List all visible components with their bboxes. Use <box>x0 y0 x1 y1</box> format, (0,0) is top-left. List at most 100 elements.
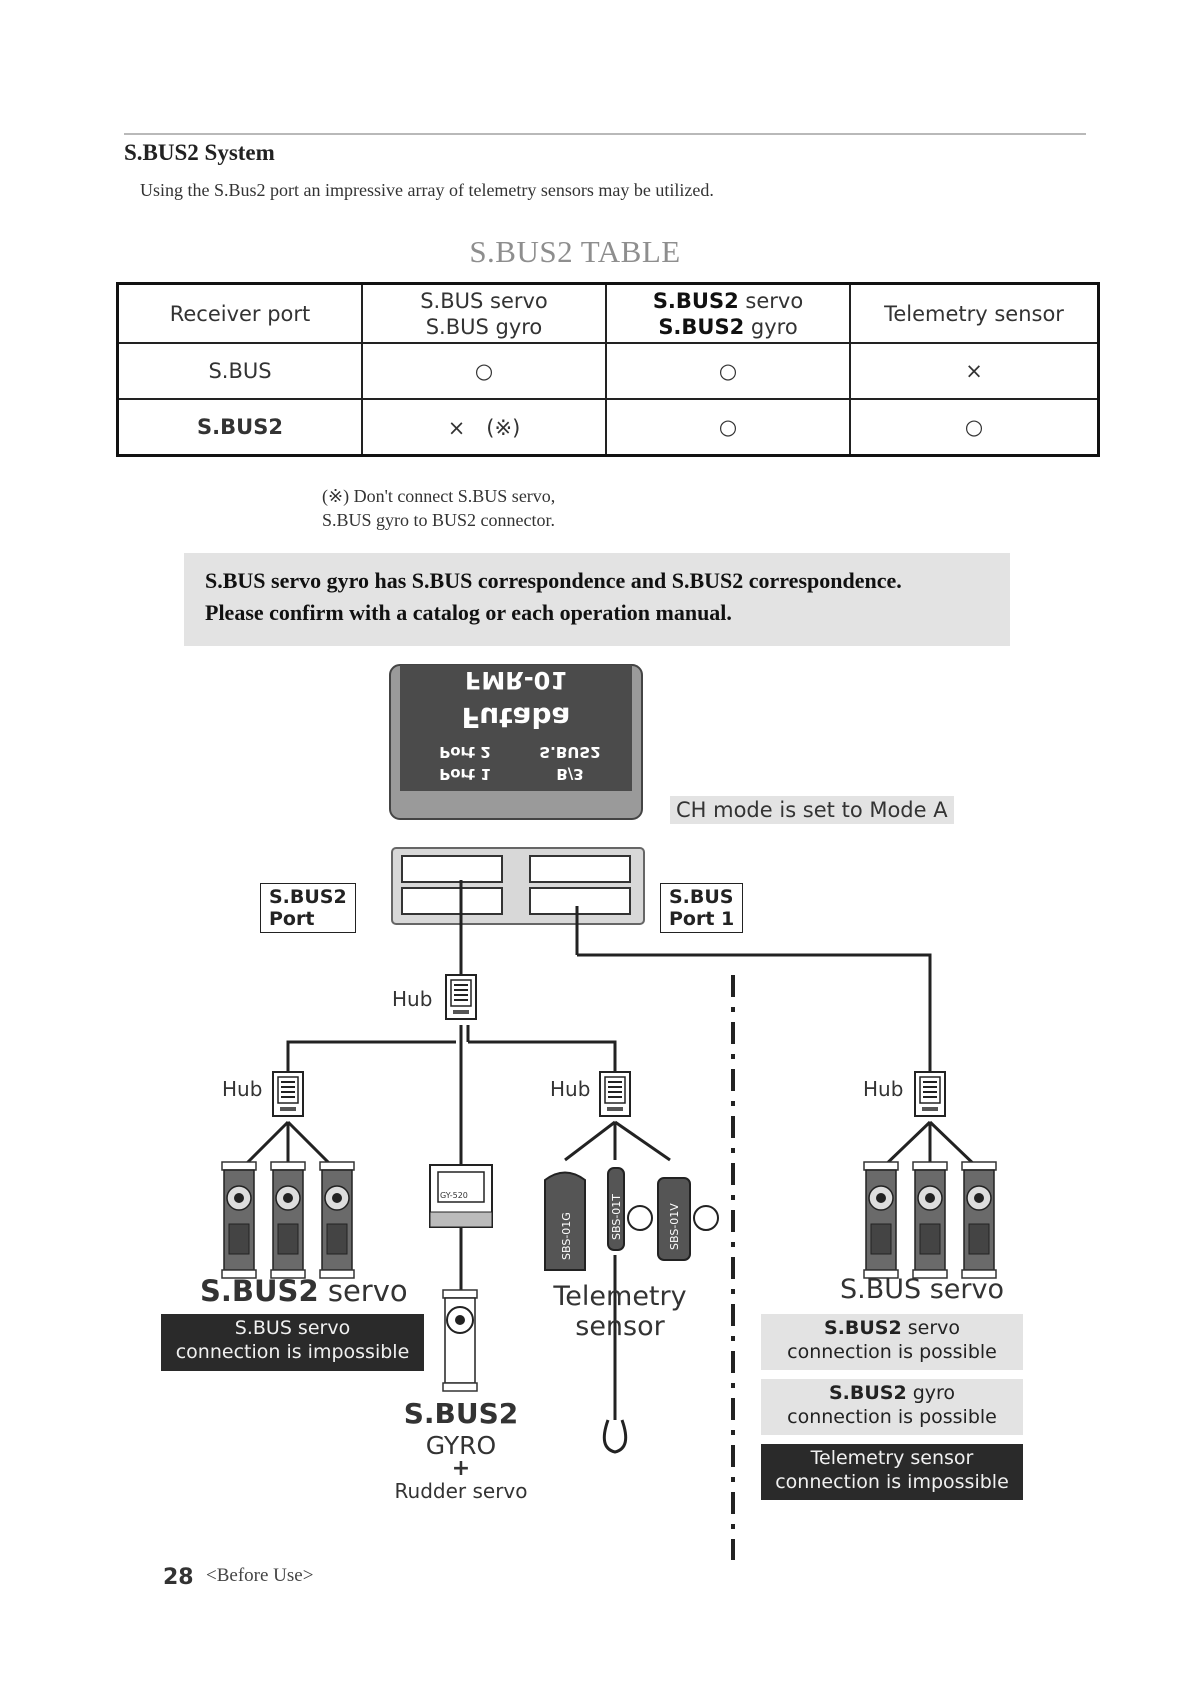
receiver-port-2: Port 2 <box>439 743 491 761</box>
rudder-servo-icon <box>442 1289 478 1392</box>
top-rule <box>124 133 1086 135</box>
header-sbus2-bold-1: S.BUS2 <box>652 288 739 313</box>
header-sbus-servo-gyro: S.BUS servo S.BUS gyro <box>361 282 607 344</box>
telemetry-line2: sensor <box>575 1311 665 1342</box>
row-sbus-c1: ○ <box>361 342 607 400</box>
header-sbus-servo: S.BUS servo <box>420 288 548 313</box>
sbus2-port-label: S.BUS2 Port <box>260 883 356 933</box>
table-row: S.BUS ○ ○ × <box>116 342 1100 400</box>
banner-background <box>184 553 1010 646</box>
gyro-icon <box>429 1164 493 1228</box>
header-receiver-port: Receiver port <box>116 282 363 344</box>
sbus2-servo-title-rest: servo <box>318 1274 408 1308</box>
page-number: 28 <box>163 1565 194 1590</box>
banner-line-2: Please confirm with a catalog or each op… <box>205 600 732 625</box>
receiver-model: FMR-01 <box>465 666 567 694</box>
table-title: S.BUS2 TABLE <box>469 234 681 269</box>
table-note: (※) Don't connect S.BUS servo, S.BUS gyr… <box>322 484 555 532</box>
hub-label: Hub <box>550 1077 591 1101</box>
receiver-port-1: Port 1 <box>439 765 491 783</box>
receiver-port-b3: B/3 <box>556 765 583 783</box>
row-sbus-c3: × <box>849 342 1100 400</box>
gyro-title-plus: + <box>451 1456 471 1481</box>
hub-icon <box>599 1071 631 1117</box>
servo-icon <box>912 1161 948 1279</box>
receiver-label-plate <box>400 665 632 791</box>
table-header-row: Receiver port S.BUS servo S.BUS gyro S.B… <box>116 282 1100 344</box>
sbus2-servo-note-line2: connection is impossible <box>175 1341 410 1363</box>
hub-icon <box>272 1071 304 1117</box>
servo-icon <box>961 1161 997 1279</box>
hub-icon <box>445 974 477 1020</box>
sensor-labels: SBS-01G SBS-01T SBS-01V <box>560 1194 681 1260</box>
telemetry-line1: Telemetry <box>553 1281 687 1312</box>
note-telemetry-impossible: Telemetry sensor connection is impossibl… <box>761 1444 1023 1500</box>
sbus2-servo-title-bold: S.BUS2 <box>200 1274 319 1308</box>
sensor-label-1: SBS-01G <box>560 1212 573 1260</box>
rudder-servo-label: Rudder servo <box>394 1479 528 1503</box>
header-telemetry-sensor: Telemetry sensor <box>849 282 1100 344</box>
header-sbus2-bold-2: S.BUS2 <box>658 314 745 339</box>
row-sbus2-c1: × (※) <box>361 398 607 457</box>
sbus2-servo-title: S.BUS2 servo <box>200 1274 408 1308</box>
row-sbus2-port: S.BUS2 <box>116 398 363 457</box>
row-sbus-port: S.BUS <box>116 342 363 400</box>
gyro-title-line2: GYRO <box>425 1431 497 1460</box>
gyro-title-bold: S.BUS2 <box>403 1397 519 1430</box>
servo-icon <box>863 1161 899 1279</box>
table-row: S.BUS2 × (※) ○ ○ <box>116 398 1100 457</box>
note-1-bold: S.BUS2 <box>823 1317 902 1339</box>
telemetry-sensor-title: Telemetry sensor <box>550 1282 690 1342</box>
note-2-line2: connection is possible <box>787 1406 997 1428</box>
receiver-texts: FMR-01 Futaba S.BUS2 B/3 Port 2 Port 1 <box>439 666 600 783</box>
hub-label: Hub <box>863 1077 904 1101</box>
servo-icon <box>221 1161 257 1279</box>
sbus2-servo-note: S.BUS servo connection is impossible <box>161 1314 424 1371</box>
sbus-servo-title: S.BUS servo <box>840 1274 1005 1305</box>
sensor-label-2: SBS-01T <box>610 1194 623 1240</box>
servo-icon <box>270 1161 306 1279</box>
sbus-port-label: S.BUS Port 1 <box>660 883 744 933</box>
note-3-line2: connection is impossible <box>775 1471 1009 1493</box>
section-intro: Using the S.Bus2 port an impressive arra… <box>140 180 714 200</box>
sbus2-servo-note-line1: S.BUS servo <box>234 1317 351 1339</box>
row-sbus2-c2: ○ <box>605 398 851 457</box>
note-2-rest: gyro <box>906 1382 956 1404</box>
header-sbus2-servo-gyro: S.BUS2 servo S.BUS2 gyro <box>605 282 851 344</box>
banner: S.BUS servo gyro has S.BUS correspondenc… <box>205 565 902 629</box>
note-1-rest: servo <box>901 1317 961 1339</box>
note-sbus2-gyro-possible: S.BUS2 gyro connection is possible <box>761 1379 1023 1435</box>
header-sbus-gyro: S.BUS gyro <box>425 314 543 339</box>
section-heading: S.BUS2 System <box>124 140 275 165</box>
wires <box>238 880 982 1420</box>
hub-icon <box>914 1071 946 1117</box>
ch-mode-label: CH mode is set to Mode A <box>670 796 954 824</box>
header-telemetry-label: Telemetry sensor <box>884 301 1064 326</box>
note-line-2: S.BUS gyro to BUS2 connector. <box>322 510 556 530</box>
servo-icon <box>319 1161 355 1279</box>
telemetry-sensor-icons <box>544 1167 719 1454</box>
header-servo-word: servo <box>738 288 804 313</box>
note-1-line2: connection is possible <box>787 1341 997 1363</box>
page-section: <Before Use> <box>206 1565 314 1586</box>
row-sbus-c2: ○ <box>605 342 851 400</box>
sbus-port-label-line2: Port 1 <box>669 908 735 930</box>
sensor-label-3: SBS-01V <box>668 1203 681 1250</box>
sbus-port-label-line1: S.BUS <box>669 886 734 908</box>
compatibility-table: Receiver port S.BUS servo S.BUS gyro S.B… <box>116 282 1100 457</box>
note-sbus2-servo-possible: S.BUS2 servo connection is possible <box>761 1314 1023 1370</box>
header-gyro-word: gyro <box>744 314 798 339</box>
sbus2-port-label-line2: Port <box>269 908 315 930</box>
hub-label: Hub <box>392 987 433 1011</box>
hub-label: Hub <box>222 1077 263 1101</box>
header-receiver-port-label: Receiver port <box>169 301 311 326</box>
note-line-1: (※) Don't connect S.BUS servo, <box>322 486 556 506</box>
receiver-port-blocks <box>391 847 645 925</box>
receiver-port-sbus2: S.BUS2 <box>539 743 600 761</box>
note-2-bold: S.BUS2 <box>828 1382 907 1404</box>
note-3-line1: Telemetry sensor <box>810 1447 974 1469</box>
sbus2-port-label-line1: S.BUS2 <box>269 886 347 908</box>
receiver-brand: Futaba <box>462 701 571 734</box>
banner-line-1: S.BUS servo gyro has S.BUS correspondenc… <box>205 568 902 593</box>
